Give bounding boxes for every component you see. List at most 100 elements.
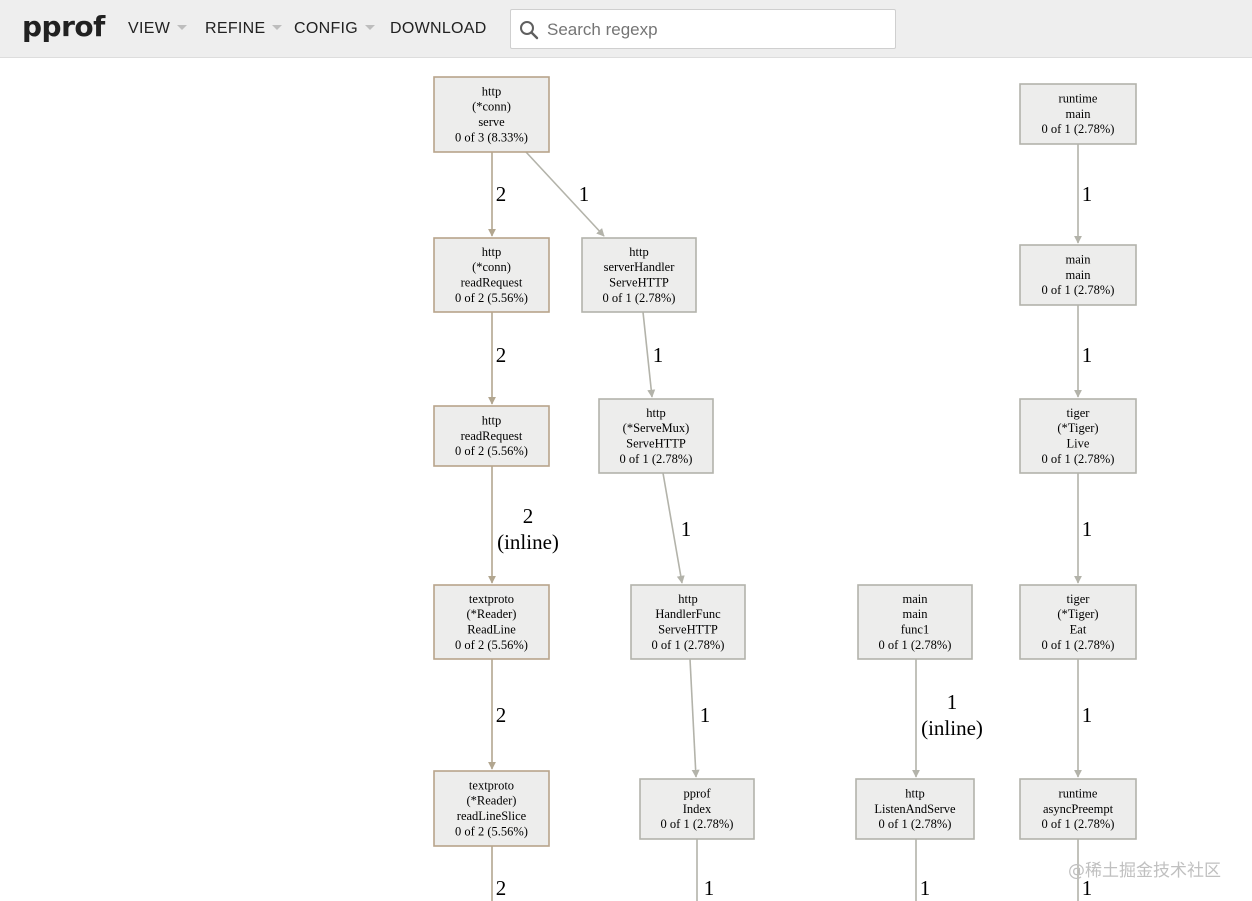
- edge-label: 2: [496, 703, 507, 727]
- call-edge[interactable]: 1: [1074, 473, 1092, 584]
- node-box[interactable]: [581, 237, 697, 313]
- call-edge[interactable]: 1: [696, 839, 715, 901]
- menu-view[interactable]: VIEW: [128, 20, 188, 38]
- call-edge[interactable]: 2: [488, 659, 507, 770]
- node-label: main: [1066, 107, 1092, 121]
- pprof-logo[interactable]: pprof: [22, 10, 105, 43]
- top-toolbar: pprof VIEW REFINE CONFIG DOWNLOAD: [0, 0, 1252, 58]
- menu-config-label: CONFIG: [294, 20, 359, 37]
- call-edge[interactable]: 1: [525, 151, 605, 237]
- node-box[interactable]: [1019, 83, 1137, 145]
- node-label: readRequest: [461, 276, 523, 290]
- edge-label: 1: [1082, 703, 1093, 727]
- node-label: ServeHTTP: [658, 623, 718, 637]
- node-label: (*Reader): [467, 794, 517, 808]
- edge-line[interactable]: [525, 151, 605, 237]
- node-label: http: [482, 84, 501, 98]
- edge-label: 1: [681, 517, 692, 541]
- node-label: 0 of 2 (5.56%): [455, 824, 528, 838]
- edge-line[interactable]: [642, 311, 656, 398]
- call-edge[interactable]: 1(inline): [912, 659, 983, 778]
- call-edge[interactable]: 1: [1074, 659, 1093, 778]
- edge-line[interactable]: [662, 472, 685, 584]
- node-label: main: [1066, 253, 1092, 267]
- menu-download[interactable]: DOWNLOAD: [390, 20, 487, 38]
- node-label: http: [629, 245, 648, 259]
- node-label: 0 of 1 (2.78%): [1042, 452, 1115, 466]
- node-label: http: [482, 414, 501, 428]
- node-box[interactable]: [433, 405, 550, 467]
- search-input[interactable]: [545, 16, 889, 44]
- chevron-down-icon: [272, 25, 283, 30]
- menu-config[interactable]: CONFIG: [294, 20, 376, 38]
- edge-label: 2: [496, 876, 507, 900]
- node-box[interactable]: [630, 584, 746, 660]
- edge-label: 2: [523, 504, 534, 528]
- edge-line[interactable]: [689, 658, 700, 778]
- menu-refine[interactable]: REFINE: [205, 20, 283, 38]
- node-box[interactable]: [433, 584, 550, 660]
- node-box[interactable]: [1019, 398, 1137, 474]
- node-box[interactable]: [639, 778, 755, 840]
- node-box[interactable]: [855, 778, 975, 840]
- call-edge[interactable]: 1: [1077, 839, 1092, 901]
- node-label: (*conn): [472, 100, 511, 114]
- node-label: (*Reader): [467, 607, 517, 621]
- node-label: 0 of 1 (2.78%): [1042, 817, 1115, 831]
- node-box[interactable]: [1019, 244, 1137, 306]
- node-box[interactable]: [433, 76, 550, 153]
- node-box[interactable]: [1019, 778, 1137, 840]
- watermark-text: @稀土掘金技术社区: [1068, 861, 1221, 881]
- edge-label: 1: [704, 876, 715, 900]
- node-box[interactable]: [1019, 584, 1137, 660]
- node-label: (*conn): [472, 260, 511, 274]
- edge-label: 1: [1082, 182, 1093, 206]
- call-edge[interactable]: 2: [491, 846, 507, 901]
- node-label: ReadLine: [467, 623, 516, 637]
- edge-label: 1: [920, 876, 931, 900]
- call-edge[interactable]: 1: [689, 658, 710, 778]
- edge-label: 1: [947, 690, 958, 714]
- node-label: Live: [1067, 437, 1090, 451]
- node-label: ListenAndServe: [874, 802, 956, 816]
- node-label: ServeHTTP: [609, 276, 669, 290]
- call-edge[interactable]: 1: [1074, 305, 1093, 398]
- call-edge[interactable]: 1: [642, 311, 663, 398]
- node-label: (*ServeMux): [623, 421, 690, 435]
- node-label: Index: [683, 802, 712, 816]
- call-edge[interactable]: 2: [488, 152, 506, 237]
- chevron-down-icon: [177, 25, 188, 30]
- node-box[interactable]: [857, 584, 973, 660]
- call-edge[interactable]: 2: [488, 312, 506, 405]
- node-label: http: [905, 787, 924, 801]
- call-edge[interactable]: 1: [662, 472, 692, 584]
- call-edge[interactable]: 2(inline): [488, 466, 559, 584]
- edge-label: 1: [579, 182, 590, 206]
- search-box[interactable]: [510, 9, 896, 49]
- node-box[interactable]: [433, 770, 550, 847]
- call-edge[interactable]: 1: [1074, 144, 1093, 244]
- search-icon: [520, 21, 539, 40]
- node-box[interactable]: [598, 398, 714, 474]
- edge-label: 1: [1082, 343, 1093, 367]
- node-box[interactable]: [433, 237, 550, 313]
- call-edge[interactable]: 1: [915, 839, 931, 901]
